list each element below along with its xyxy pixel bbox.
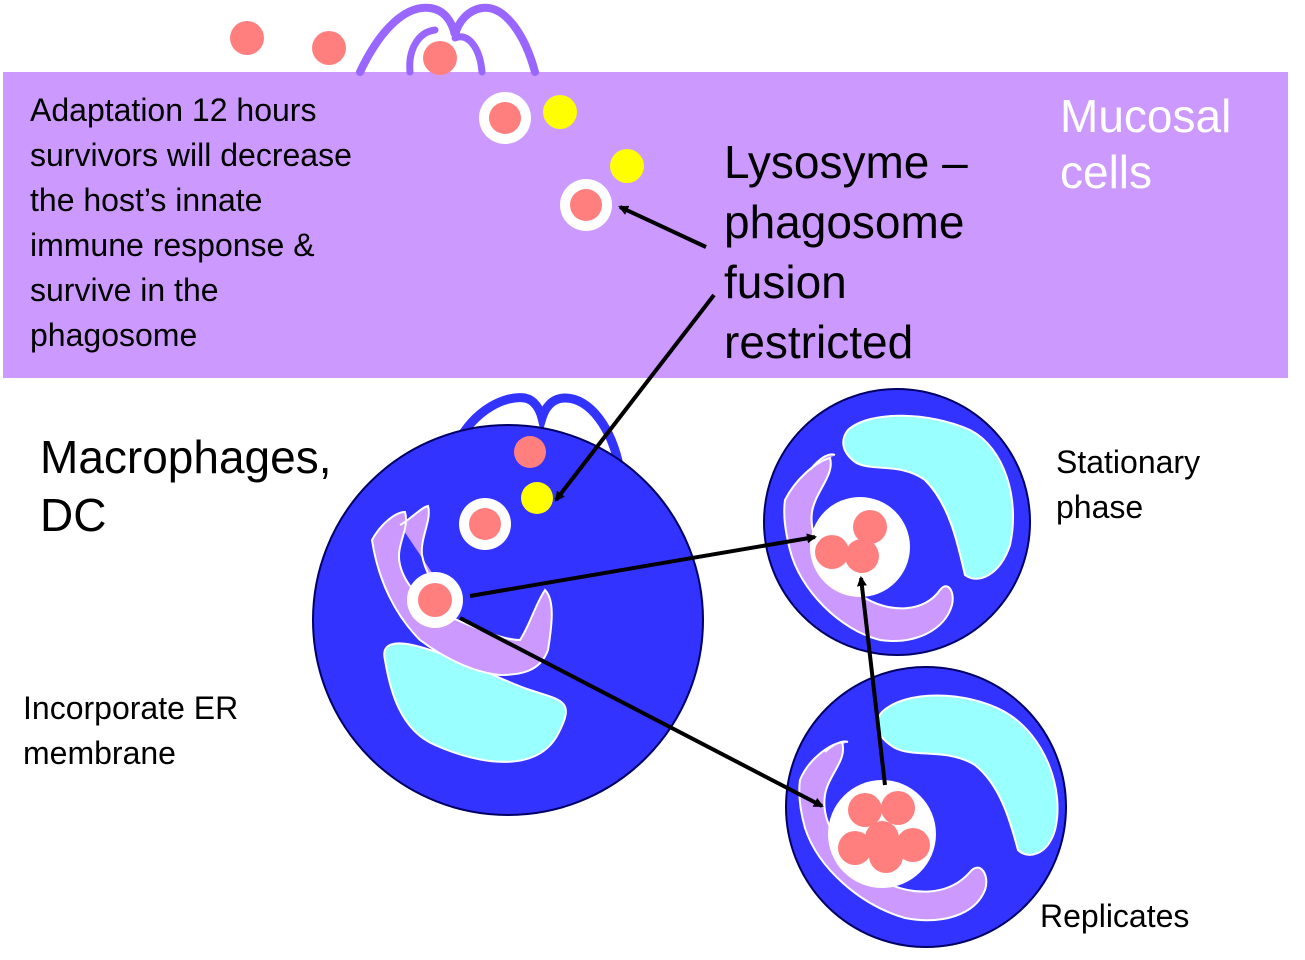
bacterium [230,21,264,55]
bacterium [489,102,521,134]
arrow-to-stationary-phase [469,533,817,598]
mucosal-cells-label: Mucosal cells [1060,90,1232,198]
arrow-replicates-to-stationary [856,576,887,786]
lysosome [543,95,577,129]
mucosal-cell-layer [3,72,1288,378]
macrophage-membrane-ruffle [453,393,625,475]
incorporate-er-label: Incorporate ER membrane [23,690,239,771]
bacterium [869,839,903,873]
adaptation-description: Adaptation 12 hours survivors will decre… [30,92,352,353]
arrow-to-replicates [459,616,824,808]
stationary-cell-nucleus [842,414,1014,580]
macrophage-nucleus [383,642,567,763]
bacterium [848,793,882,827]
replicating-cell-nucleus [876,694,1059,856]
bacterium [570,189,602,221]
macrophages-label: Macrophages, DC [40,431,332,541]
bacterium [312,31,346,65]
bacterium [838,831,872,865]
replicating-cell-er [798,740,988,922]
stationary-phase-label: Stationary phase [1056,444,1201,525]
bacterium [418,583,452,617]
replicates-label: Replicates [1040,898,1190,934]
bacterium [423,41,457,75]
mucosal-membrane-inner-ruffle [406,26,486,76]
bacterium [815,535,849,569]
lysosome [521,482,553,514]
bacterium [845,539,879,573]
bacterium [469,508,501,540]
arrow-to-mucosal-phagosome [618,205,707,249]
bacterium [881,791,915,825]
arrow-to-macrophage-lysosome [554,293,716,502]
bacterium [514,436,546,468]
lysosome [610,149,644,183]
bacterium [853,510,887,544]
bacterium [896,828,930,862]
lysosome-fusion-label: Lysosyme – phagosome fusion restricted [724,136,968,368]
stationary-cell-er [783,453,954,642]
